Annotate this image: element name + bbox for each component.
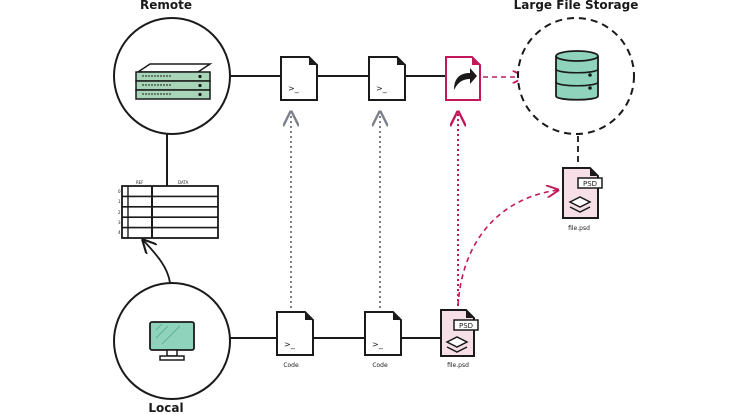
lfs-file-label: file.psd — [568, 225, 590, 232]
local-to-table-arrow — [143, 240, 171, 284]
terminal-file-icon: >_ — [276, 311, 314, 356]
local-code-label: Code — [372, 362, 388, 369]
layers-file-icon: PSD — [440, 309, 479, 357]
table-row-label: 3 — [118, 220, 121, 225]
remote-node — [113, 17, 231, 135]
table-header-ref: REF — [136, 180, 144, 185]
terminal-glyph: >_ — [376, 84, 388, 93]
terminal-glyph: >_ — [372, 340, 384, 349]
psd-badge: PSD — [459, 322, 473, 330]
server-rack-icon — [135, 63, 213, 100]
ref-table: REF DATA 0 1 2 3 4 — [118, 180, 219, 239]
local-psd-label: file.psd — [447, 362, 469, 369]
lfs-node — [517, 17, 635, 135]
terminal-glyph: >_ — [284, 340, 296, 349]
terminal-file-icon: >_ — [280, 56, 318, 101]
table-row-label: 0 — [118, 189, 121, 194]
remote-label: Remote — [140, 0, 192, 12]
terminal-glyph: >_ — [288, 84, 300, 93]
upload-to-lfs-arrow — [457, 190, 558, 307]
database-cylinder-icon — [555, 50, 599, 101]
lfs-label: Large File Storage — [514, 0, 639, 12]
table-header-data: DATA — [178, 180, 189, 185]
share-arrow-file-icon — [445, 56, 481, 101]
local-label: Local — [148, 401, 183, 414]
terminal-file-icon: >_ — [364, 311, 402, 356]
psd-badge: PSD — [583, 180, 597, 188]
table-row-label: 1 — [118, 199, 121, 204]
table-row-label: 2 — [118, 210, 121, 215]
layers-file-icon: PSD — [562, 167, 603, 219]
local-code-label: Code — [283, 362, 299, 369]
terminal-file-icon: >_ — [368, 56, 406, 101]
local-node — [113, 282, 231, 400]
table-row-label: 4 — [118, 230, 121, 235]
desktop-monitor-icon — [149, 321, 195, 361]
